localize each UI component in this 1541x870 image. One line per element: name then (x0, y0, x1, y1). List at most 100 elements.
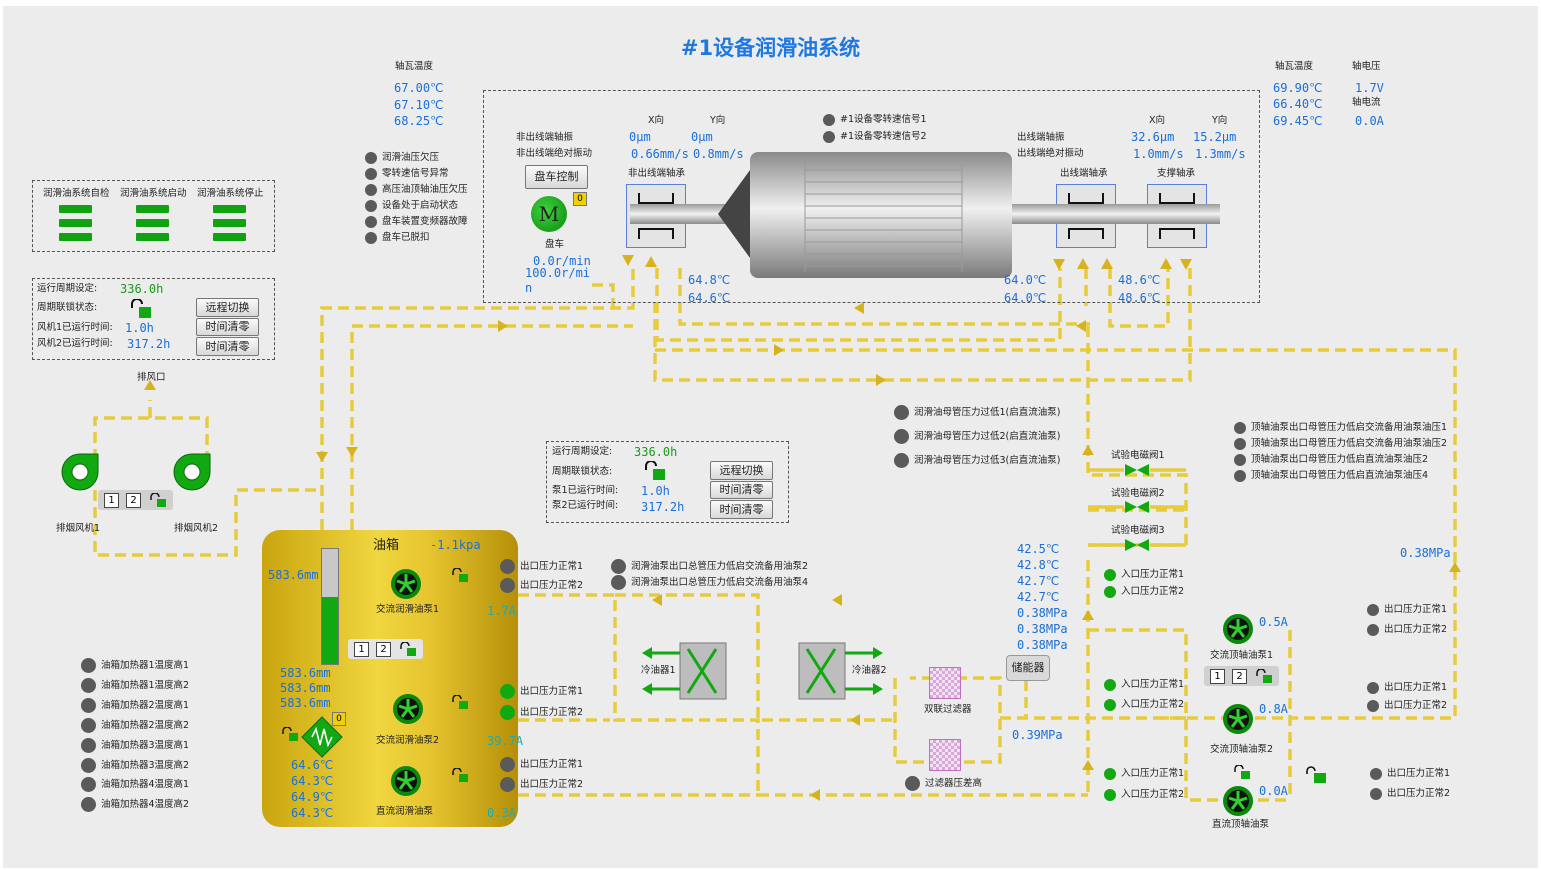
dc-jacking-pump-icon[interactable] (1222, 785, 1254, 817)
cooler-1-icon[interactable] (640, 641, 728, 701)
status-lamp (611, 575, 626, 590)
ac-jacking-pump-1-icon[interactable] (1222, 613, 1254, 645)
nonout-vib-x: 0μm (629, 130, 651, 144)
ac-lube-pump-1-label: 交流润滑油泵1 (376, 604, 440, 615)
jacking-select-1[interactable]: 1 (1210, 669, 1225, 684)
fan-clear-time-button-1[interactable]: 时间清零 (196, 318, 259, 336)
turning-control-button[interactable]: 盘车控制 (525, 165, 588, 189)
status-lamp (611, 559, 626, 574)
pump-remote-switch-button[interactable]: 远程切换 (710, 461, 773, 480)
zero-speed-signal-2: #1设备零转速信号2 (823, 131, 927, 143)
lube-standby-alarm-2: 润滑油泵出口总管压力低启交流备用油泵4 (611, 575, 808, 590)
out-bearing-shape (1068, 193, 1104, 239)
pump-unlock-icon[interactable] (642, 461, 668, 481)
heater-alarm-8-label: 油箱加热器4温度高2 (101, 799, 190, 810)
lube-select-2[interactable]: 2 (376, 642, 391, 657)
jacking-select-2[interactable]: 2 (1232, 669, 1247, 684)
ac-jacking-pump-1-label: 交流顶轴油泵1 (1210, 650, 1274, 661)
pump-period-value[interactable]: 336.0h (634, 445, 678, 459)
status-lamp (1104, 586, 1116, 598)
header-value-6: 0.38MPa (1017, 622, 1068, 636)
inlet-pressure-ok-5-label: 入口压力正常1 (1121, 768, 1185, 779)
exhaust-lock-icon[interactable] (148, 493, 168, 508)
jacking-pump-selector[interactable]: 1 2 (1204, 666, 1279, 686)
jacking-unlock-icon[interactable] (1304, 766, 1328, 784)
pump-clear-time-button-1[interactable]: 时间清零 (710, 481, 773, 499)
pump2-runtime-value: 317.2h (641, 500, 685, 514)
status-lamp (81, 738, 96, 753)
fan-clear-time-button-2[interactable]: 时间清零 (196, 337, 259, 356)
status-lamp (823, 131, 835, 143)
fan-remote-switch-button[interactable]: 远程切换 (196, 298, 259, 317)
dc-lube-pump-label: 直流润滑油泵 (376, 806, 434, 817)
heater-alarm-8: 油箱加热器4温度高2 (81, 797, 190, 812)
turning-speed-2-wrap: n (525, 281, 533, 295)
inlet-pressure-ok-2: 入口压力正常2 (1104, 586, 1184, 598)
heater-alarm-4-label: 油箱加热器2温度高2 (101, 720, 190, 731)
jacking-outlet-ok-1-label: 出口压力正常1 (1384, 604, 1448, 615)
nonout-temp-1: 64.8℃ (688, 273, 731, 287)
lube-pump-selector[interactable]: 1 2 (348, 639, 423, 659)
turning-motor-icon[interactable]: M (531, 196, 567, 232)
heater-alarm-3-label: 油箱加热器2温度高1 (101, 700, 190, 711)
exhaust-fan-1-icon[interactable] (60, 452, 106, 492)
inlet-pressure-ok-3-label: 入口压力正常1 (1121, 679, 1185, 690)
fan1-runtime-value: 1.0h (125, 321, 154, 335)
oil-tank (262, 530, 518, 827)
generator-body (630, 152, 1220, 278)
green-bar (59, 219, 92, 227)
fan-period-value[interactable]: 336.0h (120, 282, 164, 296)
pump-clear-time-button-2[interactable]: 时间清零 (710, 500, 773, 519)
zero-speed-signal-1: #1设备零转速信号1 (823, 114, 927, 126)
inlet-pressure-ok-1-label: 入口压力正常1 (1121, 569, 1185, 580)
green-bar (59, 233, 92, 241)
fan2-runtime-label: 风机2已运行时间: (37, 338, 113, 349)
header-pressure-alarm-2: 润滑油母管压力过低2(启直流油泵) (894, 429, 1060, 444)
status-lamp (500, 705, 515, 720)
start-button[interactable] (136, 205, 169, 243)
heater-alarm-2: 油箱加热器1温度高2 (81, 678, 189, 693)
exhaust-fan-2-icon[interactable] (172, 452, 218, 492)
fan-unlock-icon[interactable] (128, 299, 154, 319)
dc-jacking-lock-icon[interactable] (1232, 765, 1252, 780)
dc-lube-pump-icon[interactable] (390, 765, 422, 797)
exhaust-select-2[interactable]: 2 (126, 493, 141, 508)
ac-lube-pump-2-lock-icon[interactable] (450, 695, 470, 710)
stop-button[interactable] (213, 205, 246, 243)
exhaust-fan-2-label: 排烟风机2 (174, 523, 219, 534)
dc-lube-pump-current: 0.3A (487, 806, 516, 820)
heater-lock-icon[interactable] (280, 727, 300, 742)
lube-selector-lock-icon[interactable] (398, 642, 418, 657)
accumulator[interactable]: 储能器 (1006, 655, 1050, 681)
pump-runtime-panel (546, 441, 789, 523)
self-check-button[interactable] (59, 205, 92, 243)
nonout-y-label: Y向 (710, 115, 726, 126)
duplex-filter-2[interactable] (929, 739, 961, 771)
jacking-alarm-2-label: 顶轴油泵出口母管压力低启交流备用油泵油压2 (1251, 438, 1448, 449)
exhaust-fan-selector[interactable]: 1 2 (98, 490, 173, 510)
heater-alarm-1: 油箱加热器1温度高1 (81, 658, 189, 673)
status-lamp (500, 684, 515, 699)
dc-lube-pump-lock-icon[interactable] (450, 768, 470, 783)
out-vib-y: 15.2μm (1193, 130, 1237, 144)
ac-lube-pump-1-icon[interactable] (390, 568, 422, 600)
lube-select-1[interactable]: 1 (354, 642, 369, 657)
fan-period-label: 运行周期设定: (37, 283, 98, 294)
oil-heater-icon[interactable] (300, 715, 344, 759)
green-bar (136, 205, 169, 213)
ac-lube-pump-2-icon[interactable] (392, 693, 424, 725)
duplex-filter-1[interactable] (929, 667, 961, 699)
jacking-outlet-ok-1: 出口压力正常1 (1367, 604, 1447, 616)
ac-lube-pump-1-lock-icon[interactable] (450, 568, 470, 583)
status-lamp (1367, 604, 1379, 616)
jacking-selector-lock-icon[interactable] (1254, 669, 1274, 684)
out-bearing-label: 出线端轴承 (1060, 168, 1108, 179)
nonout-abs-x: 0.66mm/s (631, 147, 689, 161)
out-x-label: X向 (1149, 115, 1166, 126)
cooler-2-icon[interactable] (797, 641, 885, 701)
ac-jacking-pump-2-icon[interactable] (1222, 703, 1254, 735)
alarm-top-2-label: 零转速信号异常 (382, 168, 449, 179)
alarm-top-1: 润滑油压欠压 (365, 152, 439, 164)
exhaust-select-1[interactable]: 1 (104, 493, 119, 508)
